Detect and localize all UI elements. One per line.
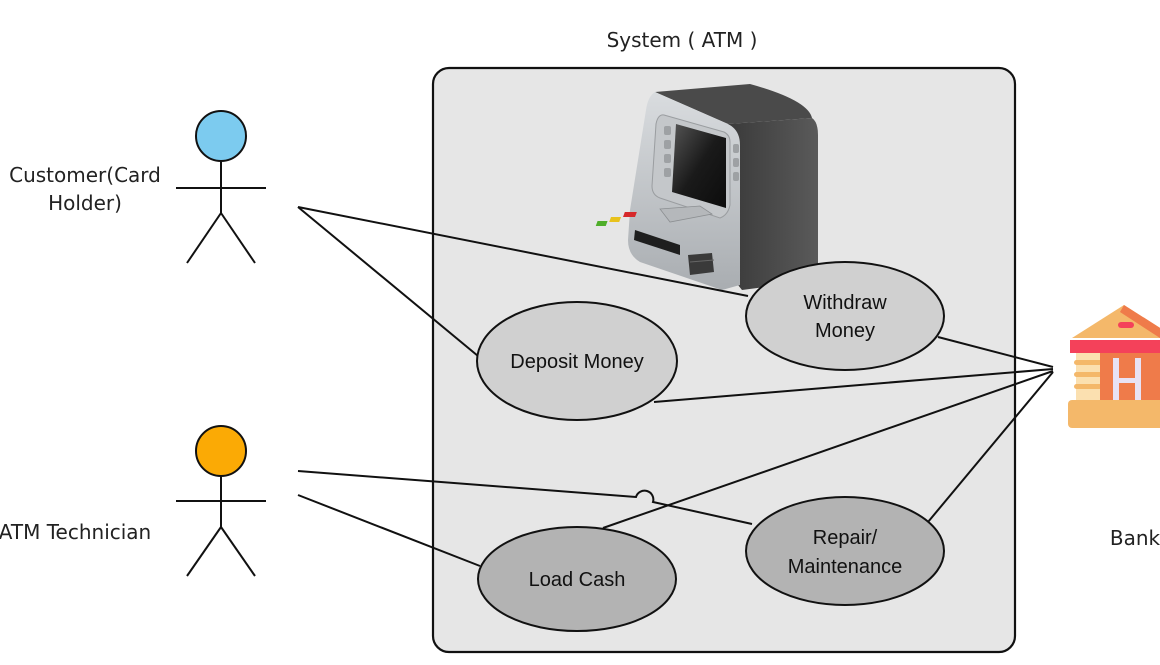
actor-label-line1: Customer(Card [9,163,161,187]
use-case-label-line1: Repair/ [813,527,878,549]
assoc-bank-withdraw [937,336,1054,368]
assoc-bank-load [602,370,1054,529]
use-case-label-line1: Withdraw [803,292,887,314]
bank-building-icon [1068,305,1160,428]
assoc-technician-load [297,494,481,567]
actor-atm-technician[interactable]: ATM Technician [0,425,266,577]
actor-bank[interactable]: Bank [1068,305,1160,550]
use-case-label: Load Cash [529,569,626,591]
actor-customer[interactable]: Customer(Card Holder) [9,110,266,264]
use-case-label: Deposit Money [510,351,643,373]
assoc-customer-withdraw [297,206,749,297]
stick-figure-icon [176,110,266,264]
actor-label: Bank [1110,526,1160,550]
system-title: System ( ATM ) [607,28,758,52]
actor-label: ATM Technician [0,520,151,544]
use-case-label-line2: Money [815,320,875,342]
assoc-technician-repair [297,470,753,525]
assoc-customer-deposit [297,206,479,357]
use-case-withdraw-money[interactable]: Withdraw Money [745,261,945,371]
use-case-label-line2: Maintenance [788,556,903,578]
assoc-bank-deposit [653,368,1054,403]
associations [297,206,1054,567]
atm-machine-icon [595,84,818,290]
actor-label-line2: Holder) [48,191,122,215]
use-case-load-cash[interactable]: Load Cash [477,526,677,632]
use-case-deposit-money[interactable]: Deposit Money [476,301,678,421]
use-case-repair-maintenance[interactable]: Repair/ Maintenance [745,496,945,606]
assoc-bank-repair [927,371,1054,523]
stick-figure-icon [176,425,266,577]
